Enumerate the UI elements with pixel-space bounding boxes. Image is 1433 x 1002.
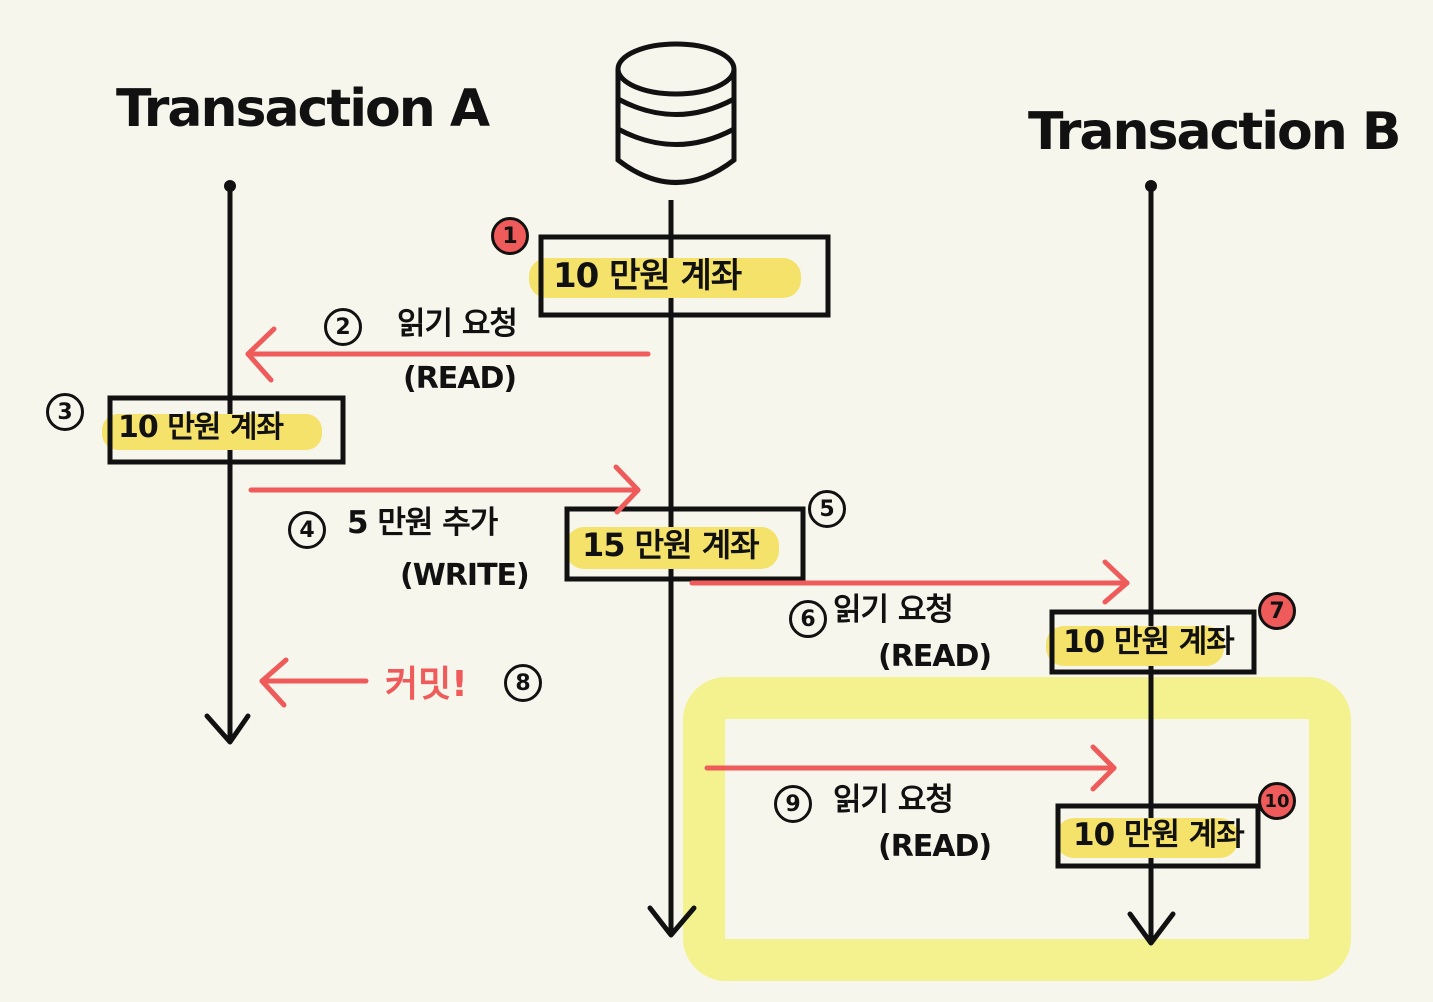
transaction-b-title: Transaction B xyxy=(1028,102,1402,162)
transaction-a-title: Transaction A xyxy=(116,79,490,139)
arrow-step4 xyxy=(248,464,641,515)
step7-label: 10 만원 계좌 xyxy=(1063,624,1235,660)
arrow-step8 xyxy=(259,657,369,708)
badge-step8: 8 xyxy=(504,664,542,702)
step6-title: 읽기 요청 xyxy=(833,592,954,628)
highlight-region xyxy=(683,677,1351,981)
step8-label: 커밋! xyxy=(385,664,468,705)
step5-label: 15 만원 계좌 xyxy=(582,526,760,564)
badge-step4: 4 xyxy=(288,511,326,549)
transaction-b-lifeline xyxy=(1127,180,1176,946)
arrow-step2 xyxy=(245,326,651,383)
step1-label: 10 만원 계좌 xyxy=(553,256,742,296)
badge-step7: 7 xyxy=(1258,592,1296,630)
step4-subtitle: (WRITE) xyxy=(400,558,530,593)
badge-step6: 6 xyxy=(789,600,827,638)
step9-subtitle: (READ) xyxy=(878,829,992,864)
step4-title: 5 만원 추가 xyxy=(347,505,498,541)
box-step5 xyxy=(564,506,806,582)
badge-step9: 9 xyxy=(774,785,812,823)
box-step3 xyxy=(102,395,346,465)
arrow-step6 xyxy=(689,559,1130,605)
step2-title: 읽기 요청 xyxy=(397,306,518,342)
step9-title: 읽기 요청 xyxy=(833,782,954,818)
step2-subtitle: (READ) xyxy=(403,361,517,396)
box-step10 xyxy=(1055,803,1261,869)
step10-label: 10 만원 계좌 xyxy=(1073,817,1245,853)
badge-step5: 5 xyxy=(808,490,846,528)
badge-step3: 3 xyxy=(46,393,84,431)
badge-step2: 2 xyxy=(324,308,362,346)
arrow-step9 xyxy=(704,744,1117,792)
box-step7 xyxy=(1046,609,1257,675)
step6-subtitle: (READ) xyxy=(878,639,992,674)
box-step1 xyxy=(529,234,831,318)
step3-label: 10 만원 계좌 xyxy=(118,410,284,445)
badge-step10: 10 xyxy=(1258,782,1296,820)
database-icon xyxy=(615,41,737,185)
badge-step1: 1 xyxy=(491,217,529,255)
